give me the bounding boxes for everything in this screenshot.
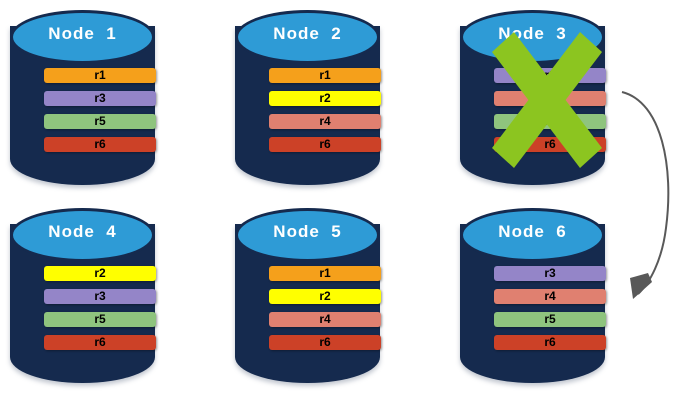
node-5-replica-list: r1 r2 r4 r6 (269, 266, 381, 358)
node-2-label: Node 2 (273, 24, 342, 43)
node-1-replica-list: r1 r3 r5 r6 (44, 68, 156, 160)
node-6-replica-list: r3 r4 r5 r6 (494, 266, 606, 358)
node-3[interactable]: Node 3 r3 r4 r5 r6 (460, 10, 606, 185)
node-2[interactable]: Node 2 r1 r2 r4 r6 (235, 10, 381, 185)
replica-label: r1 (94, 68, 106, 82)
replica-bar[interactable]: r1 (269, 266, 381, 281)
node-4-cylinder-top (10, 208, 155, 262)
replica-bar[interactable]: r1 (44, 68, 156, 83)
replica-label: r1 (319, 68, 331, 82)
node-1[interactable]: Node 1 r1 r3 r5 r6 (10, 10, 156, 185)
node-3-label: Node 3 (498, 24, 567, 43)
arrowhead-icon (630, 273, 652, 299)
replica-label: r3 (94, 91, 106, 105)
replica-bar[interactable]: r4 (494, 289, 606, 304)
replica-bar[interactable]: r5 (494, 312, 606, 327)
replica-bar[interactable]: r5 (494, 114, 606, 129)
replica-label: r6 (319, 335, 331, 349)
replica-label: r4 (319, 312, 331, 326)
node-6-label: Node 6 (498, 222, 567, 241)
node-5[interactable]: Node 5 r1 r2 r4 r6 (235, 208, 381, 383)
replica-bar[interactable]: r2 (44, 266, 156, 281)
replica-bar[interactable]: r6 (494, 335, 606, 350)
replica-bar[interactable]: r2 (269, 289, 381, 304)
replica-bar[interactable]: r4 (494, 91, 606, 106)
replica-label: r3 (544, 266, 556, 280)
replica-label: r4 (544, 289, 556, 303)
node-5-label: Node 5 (273, 222, 342, 241)
node-4[interactable]: Node 4 r2 r3 r5 r6 (10, 208, 156, 383)
replica-label: r2 (319, 289, 331, 303)
replica-label: r3 (544, 68, 556, 82)
replica-label: r5 (544, 114, 556, 128)
node-6-cylinder-top (460, 208, 605, 262)
replica-bar[interactable]: r6 (269, 137, 381, 152)
replica-bar[interactable]: r6 (44, 335, 156, 350)
replica-bar[interactable]: r4 (269, 312, 381, 327)
node-5-cylinder-top (235, 208, 380, 262)
node-2-cylinder-top (235, 10, 380, 64)
replica-label: r2 (319, 91, 331, 105)
replica-bar[interactable]: r3 (44, 289, 156, 304)
node-4-label: Node 4 (48, 222, 117, 241)
replica-label: r6 (94, 335, 106, 349)
replica-bar[interactable]: r2 (269, 91, 381, 106)
replica-bar[interactable]: r5 (44, 114, 156, 129)
node-2-replica-list: r1 r2 r4 r6 (269, 68, 381, 160)
replica-label: r6 (319, 137, 331, 151)
replica-bar[interactable]: r1 (269, 68, 381, 83)
node-1-label: Node 1 (48, 24, 117, 43)
node-1-cylinder-top (10, 10, 155, 64)
replica-label: r6 (94, 137, 106, 151)
node-6[interactable]: Node 6 r3 r4 r5 r6 (460, 208, 606, 383)
replica-label: r5 (94, 312, 106, 326)
node-4-replica-list: r2 r3 r5 r6 (44, 266, 156, 358)
replica-label: r2 (94, 266, 106, 280)
replica-label: r6 (544, 137, 556, 151)
migration-arrow (621, 91, 670, 299)
replica-label: r3 (94, 289, 106, 303)
replica-bar[interactable]: r5 (44, 312, 156, 327)
replica-bar[interactable]: r3 (494, 266, 606, 281)
replica-label: r6 (544, 335, 556, 349)
replica-bar[interactable]: r3 (494, 68, 606, 83)
replica-bar[interactable]: r4 (269, 114, 381, 129)
node-3-replica-list: r3 r4 r5 r6 (494, 68, 606, 160)
replica-label: r1 (319, 266, 331, 280)
replica-label: r5 (544, 312, 556, 326)
replica-bar[interactable]: r6 (269, 335, 381, 350)
replica-bar[interactable]: r3 (44, 91, 156, 106)
replica-bar[interactable]: r6 (44, 137, 156, 152)
replica-bar[interactable]: r6 (494, 137, 606, 152)
replica-label: r4 (544, 91, 556, 105)
replica-label: r5 (94, 114, 106, 128)
replica-label: r4 (319, 114, 331, 128)
